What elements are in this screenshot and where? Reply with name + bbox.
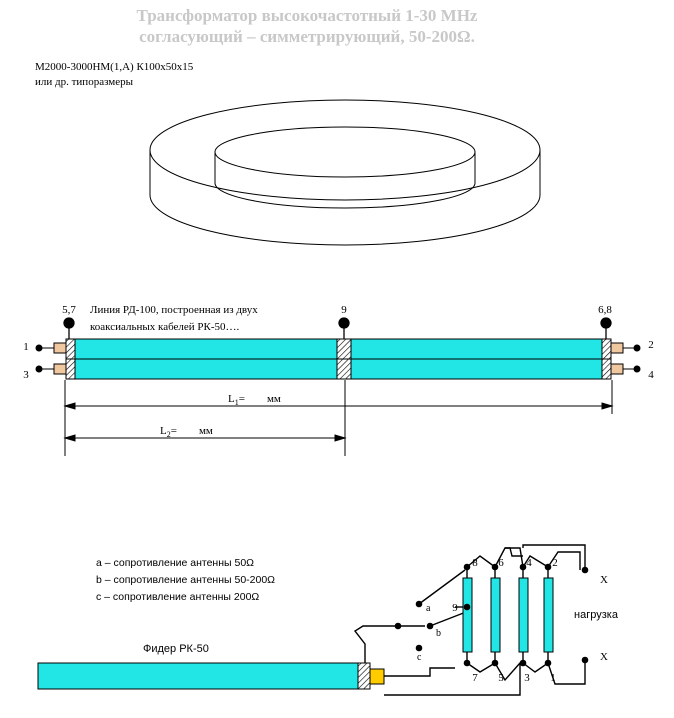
toroid-core	[149, 99, 541, 246]
label-2: 2	[648, 339, 654, 351]
label-1: 1	[23, 341, 29, 353]
cable-hatched-ends	[65, 338, 612, 380]
switch-a: a	[426, 603, 431, 614]
terminal-dots	[35, 344, 641, 373]
cable-top-right	[350, 338, 603, 360]
line-description-2: коаксиальных кабелей РК-50….	[90, 321, 240, 333]
feeder-hatched-end	[357, 662, 371, 690]
winding-bars	[462, 577, 554, 653]
legend-a: a – сопротивление антенны 50Ω	[96, 557, 254, 569]
feeder-label: Фидер РК-50	[143, 643, 209, 655]
legend-b: b – сопротивление антенны 50-200Ω	[96, 574, 275, 586]
line-description-1: Линия РД-100, построенная из двух	[90, 304, 258, 316]
title-line-2: согласующий – симметрирующий, 50-200Ω.	[139, 27, 475, 46]
winding-dots	[394, 563, 589, 667]
legend-c: c – сопротивление антенны 200Ω	[96, 591, 259, 603]
winding-label-4: 4	[526, 557, 532, 569]
winding-label-7: 7	[472, 672, 478, 684]
label-9-top: 9	[341, 304, 347, 316]
title-line-1: Трансформатор высокочастотный 1-30 MHz	[137, 6, 478, 25]
cable-bottom-right	[350, 358, 603, 380]
terminal-posts	[63, 317, 612, 344]
switch-b: b	[436, 628, 441, 639]
load-x-bottom: X	[600, 651, 608, 663]
feeder-connector	[369, 668, 385, 685]
label-6-8: 6,8	[598, 304, 612, 316]
cable-bottom-left	[74, 358, 338, 380]
label-5-7: 5,7	[62, 304, 76, 316]
winding-label-1: 1	[550, 672, 556, 684]
switch-c: c	[417, 652, 422, 663]
dimension-L2: L2=мм	[160, 425, 213, 439]
core-label-1: М2000-3000НМ(1,А) К100х50х15	[35, 61, 194, 73]
winding-label-8: 8	[472, 557, 478, 569]
dimension-L1: L1=мм	[228, 393, 281, 407]
label-3: 3	[23, 369, 29, 381]
winding-label-6: 6	[498, 557, 504, 569]
core-label-2: или др. типоразмеры	[35, 76, 134, 88]
feeder-cable	[37, 662, 359, 690]
cable-top-left	[74, 338, 338, 360]
dimension-lines	[63, 380, 614, 456]
load-x-top: X	[600, 574, 608, 586]
winding-label-9: 9	[452, 602, 458, 614]
winding-label-2: 2	[552, 557, 558, 569]
winding-label-3: 3	[524, 672, 530, 684]
winding-label-5: 5	[498, 672, 504, 684]
label-4: 4	[648, 369, 654, 381]
load-label: нагрузка	[574, 609, 619, 621]
